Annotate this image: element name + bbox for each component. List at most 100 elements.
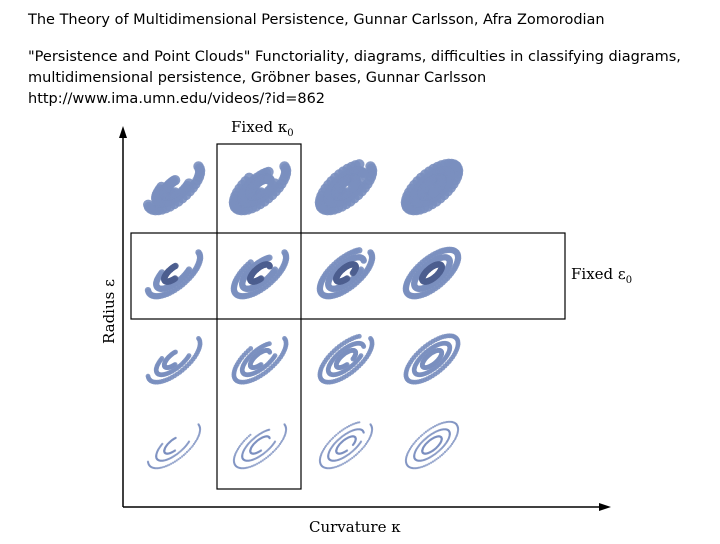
- cloud-point: [446, 439, 449, 442]
- cloud-point: [163, 465, 166, 468]
- cloud-point: [423, 432, 426, 435]
- cloud-point: [454, 438, 457, 441]
- cloud-point: [349, 269, 357, 277]
- cloud-point: [196, 438, 199, 441]
- cloud-point: [322, 449, 325, 452]
- cloud-point: [192, 442, 196, 446]
- cloud-point: [166, 464, 169, 467]
- cloud-point: [344, 461, 347, 464]
- cloud-point: [252, 464, 255, 467]
- cloud-point: [333, 435, 336, 438]
- cloud-point: [169, 175, 181, 186]
- cloud-point: [325, 444, 328, 447]
- cloud-point: [408, 449, 411, 452]
- cloud-point: [256, 462, 259, 465]
- cloud-point: [409, 446, 413, 449]
- cloud-point: [275, 447, 278, 450]
- fixed-kappa-label: Fixed κ0: [231, 118, 294, 139]
- fixed-eps-frame: [130, 232, 566, 320]
- cloud-point: [354, 422, 358, 425]
- cloud-point: [191, 444, 194, 447]
- cloud-point: [271, 450, 275, 454]
- point-cloud-cell: [318, 421, 374, 470]
- cloud-point: [426, 463, 429, 466]
- cloud-point: [432, 426, 435, 429]
- cloud-point: [344, 427, 347, 430]
- cloud-point: [159, 356, 165, 361]
- cloud-point: [259, 460, 262, 463]
- cloud-point: [266, 254, 273, 261]
- cloud-point: [177, 458, 180, 461]
- cloud-point: [430, 274, 438, 282]
- point-cloud-cell: [143, 161, 206, 216]
- cloud-point: [236, 449, 239, 452]
- cloud-point: [281, 439, 284, 442]
- cloud-point: [194, 441, 197, 444]
- cloud-point: [246, 436, 249, 439]
- cloud-point: [419, 435, 422, 438]
- fixed-eps-label: Fixed ε0: [571, 265, 632, 286]
- cloud-point: [442, 452, 445, 455]
- cloud-point: [439, 422, 442, 425]
- cloud-point: [187, 449, 190, 452]
- cloud-point: [351, 456, 354, 459]
- cloud-point: [280, 441, 283, 444]
- cloud-point: [447, 447, 450, 450]
- cloud-point: [360, 257, 367, 264]
- cloud-point: [321, 451, 324, 454]
- point-cloud-cell: [230, 249, 290, 300]
- cloud-point: [164, 465, 167, 468]
- cloud-point: [335, 465, 338, 468]
- y-axis-label: Radius ε: [100, 279, 118, 344]
- cloud-point: [179, 456, 182, 459]
- cloud-point: [443, 450, 447, 454]
- cloud-point: [428, 187, 439, 198]
- point-cloud-cell: [144, 249, 204, 300]
- cloud-point: [338, 430, 341, 433]
- cloud-point: [266, 263, 273, 270]
- cloud-point: [362, 431, 365, 434]
- cloud-point: [357, 450, 361, 454]
- reference-link[interactable]: http://www.ima.umn.edu/videos/?id=862: [28, 91, 326, 107]
- cloud-point: [282, 438, 285, 441]
- cloud-point: [415, 439, 418, 442]
- cloud-point: [168, 463, 171, 466]
- page-title: The Theory of Multidimensional Persisten…: [28, 12, 605, 28]
- cloud-point: [254, 463, 257, 466]
- cloud-point: [248, 346, 254, 351]
- cloud-point: [433, 459, 436, 462]
- cloud-point: [449, 444, 452, 447]
- cloud-point: [190, 446, 193, 449]
- cloud-point: [353, 455, 356, 458]
- cloud-point: [350, 356, 356, 362]
- cloud-point: [351, 423, 354, 426]
- cloud-point: [418, 436, 421, 439]
- cloud-point: [236, 447, 240, 451]
- cloud-point: [267, 341, 272, 347]
- point-cloud-cell: [316, 247, 376, 300]
- cloud-point: [340, 429, 343, 432]
- reference-line-1: "Persistence and Point Clouds" Functoria…: [28, 49, 681, 65]
- cloud-point: [322, 447, 326, 451]
- cloud-point: [145, 373, 151, 379]
- cloud-point: [258, 461, 261, 464]
- cloud-point: [428, 428, 431, 431]
- cloud-point: [364, 442, 368, 446]
- cloud-point: [143, 199, 154, 210]
- point-cloud-cell: [314, 159, 378, 216]
- cloud-point: [276, 446, 279, 449]
- cloud-point: [453, 439, 456, 442]
- cloud-point: [240, 443, 243, 446]
- cloud-point: [428, 462, 431, 465]
- cloud-point: [362, 446, 365, 449]
- cloud-point: [265, 456, 268, 459]
- cloud-point: [241, 441, 244, 444]
- cloud-point: [435, 424, 438, 427]
- cloud-point: [173, 460, 176, 463]
- point-cloud-grid: [143, 158, 464, 470]
- cloud-point: [342, 462, 345, 465]
- cloud-point: [250, 465, 253, 468]
- cloud-point: [407, 451, 410, 454]
- cloud-point: [195, 439, 198, 442]
- cloud-point: [450, 160, 462, 172]
